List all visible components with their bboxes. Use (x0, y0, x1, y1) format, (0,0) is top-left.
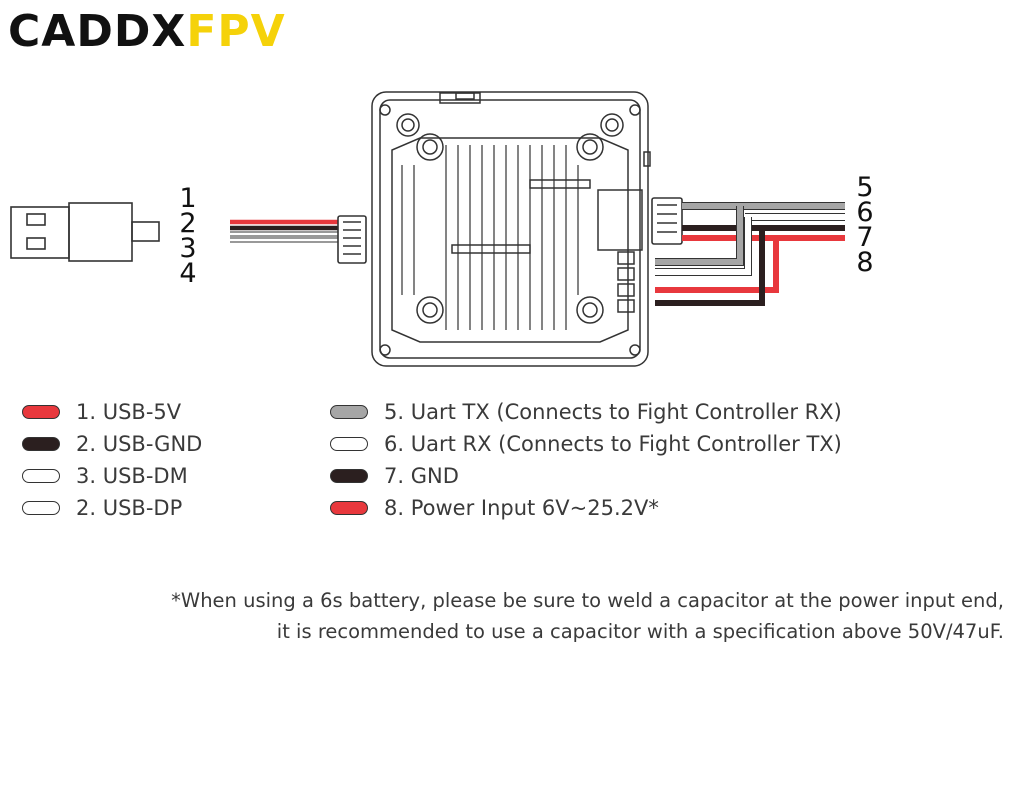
legend-label: 8. Power Input 6V~25.2V* (384, 496, 659, 520)
legend-label: 2. USB-DP (76, 496, 183, 520)
wiring-diagram: 1 2 3 4 (10, 91, 874, 367)
capacitor-note-line2: it is recommended to use a capacitor wit… (276, 620, 1004, 643)
usb-plug-icon (10, 202, 160, 262)
uart-connector (651, 197, 683, 245)
legend-item: 8. Power Input 6V~25.2V* (330, 496, 659, 520)
usb-connector (337, 215, 367, 264)
legend-label: 7. GND (384, 464, 459, 488)
usb-pin-label: 4 (179, 258, 196, 289)
legend-swatch (330, 437, 368, 451)
legend-swatch (22, 501, 60, 515)
uart-pin-label: 6 (856, 197, 873, 228)
vtx-module (371, 91, 651, 367)
legend-item: 7. GND (330, 464, 459, 488)
legend-swatch (22, 437, 60, 451)
legend-item: 1. USB-5V (22, 400, 181, 424)
usb-pin-label: 3 (179, 233, 196, 264)
legend-item: 3. USB-DM (22, 464, 188, 488)
logo-part-caddx: CADDX (8, 6, 187, 57)
legend-label: 1. USB-5V (76, 400, 182, 424)
legend-swatch (330, 501, 368, 515)
legend-label: 5. Uart TX (Connects to Fight Controller… (384, 400, 842, 424)
brand-logo: CADDXFPV (8, 10, 286, 54)
usb-wires (230, 219, 338, 243)
legend-item: 5. Uart TX (Connects to Fight Controller… (330, 400, 842, 424)
legend-swatch (330, 405, 368, 419)
legend-item: 2. USB-DP (22, 496, 182, 520)
uart-pin-label: 5 (856, 172, 873, 203)
uart-pin-label: 8 (856, 247, 873, 278)
uart-wires (655, 202, 845, 306)
legend-label: 2. USB-GND (76, 432, 203, 456)
legend-swatch (22, 405, 60, 419)
legend-item: 6. Uart RX (Connects to Fight Controller… (330, 432, 842, 456)
legend-swatch (22, 469, 60, 483)
legend-label: 6. Uart RX (Connects to Fight Controller… (384, 432, 842, 456)
logo-part-fpv: FPV (186, 6, 286, 57)
usb-pin-label: 2 (179, 208, 196, 239)
legend-swatch (330, 469, 368, 483)
legend-label: 3. USB-DM (76, 464, 188, 488)
usb-pin-label: 1 (179, 183, 196, 214)
legend-item: 2. USB-GND (22, 432, 202, 456)
capacitor-note-line1: *When using a 6s battery, please be sure… (171, 589, 1004, 612)
uart-pin-label: 7 (856, 222, 873, 253)
